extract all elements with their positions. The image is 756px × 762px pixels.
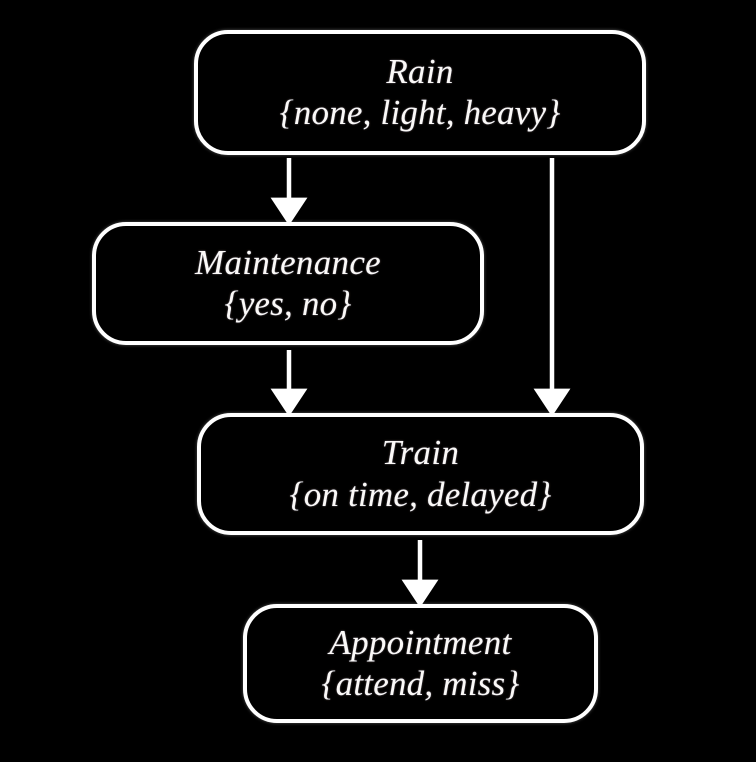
node-maintenance-label: Maintenance: [194, 242, 381, 282]
node-train[interactable]: Train {on time, delayed}: [197, 413, 644, 535]
node-train-label: Train: [381, 433, 460, 472]
node-appointment-values: {attend, miss}: [321, 664, 520, 704]
node-maintenance-values: {yes, no}: [224, 284, 352, 324]
node-rain-values: {none, light, heavy}: [279, 93, 561, 133]
node-appointment-label: Appointment: [329, 622, 512, 662]
node-rain-label: Rain: [386, 51, 454, 91]
node-train-values: {on time, delayed}: [289, 474, 552, 514]
node-rain[interactable]: Rain {none, light, heavy}: [194, 30, 646, 155]
node-appointment[interactable]: Appointment {attend, miss}: [243, 604, 598, 723]
node-maintenance[interactable]: Maintenance {yes, no}: [92, 222, 484, 345]
